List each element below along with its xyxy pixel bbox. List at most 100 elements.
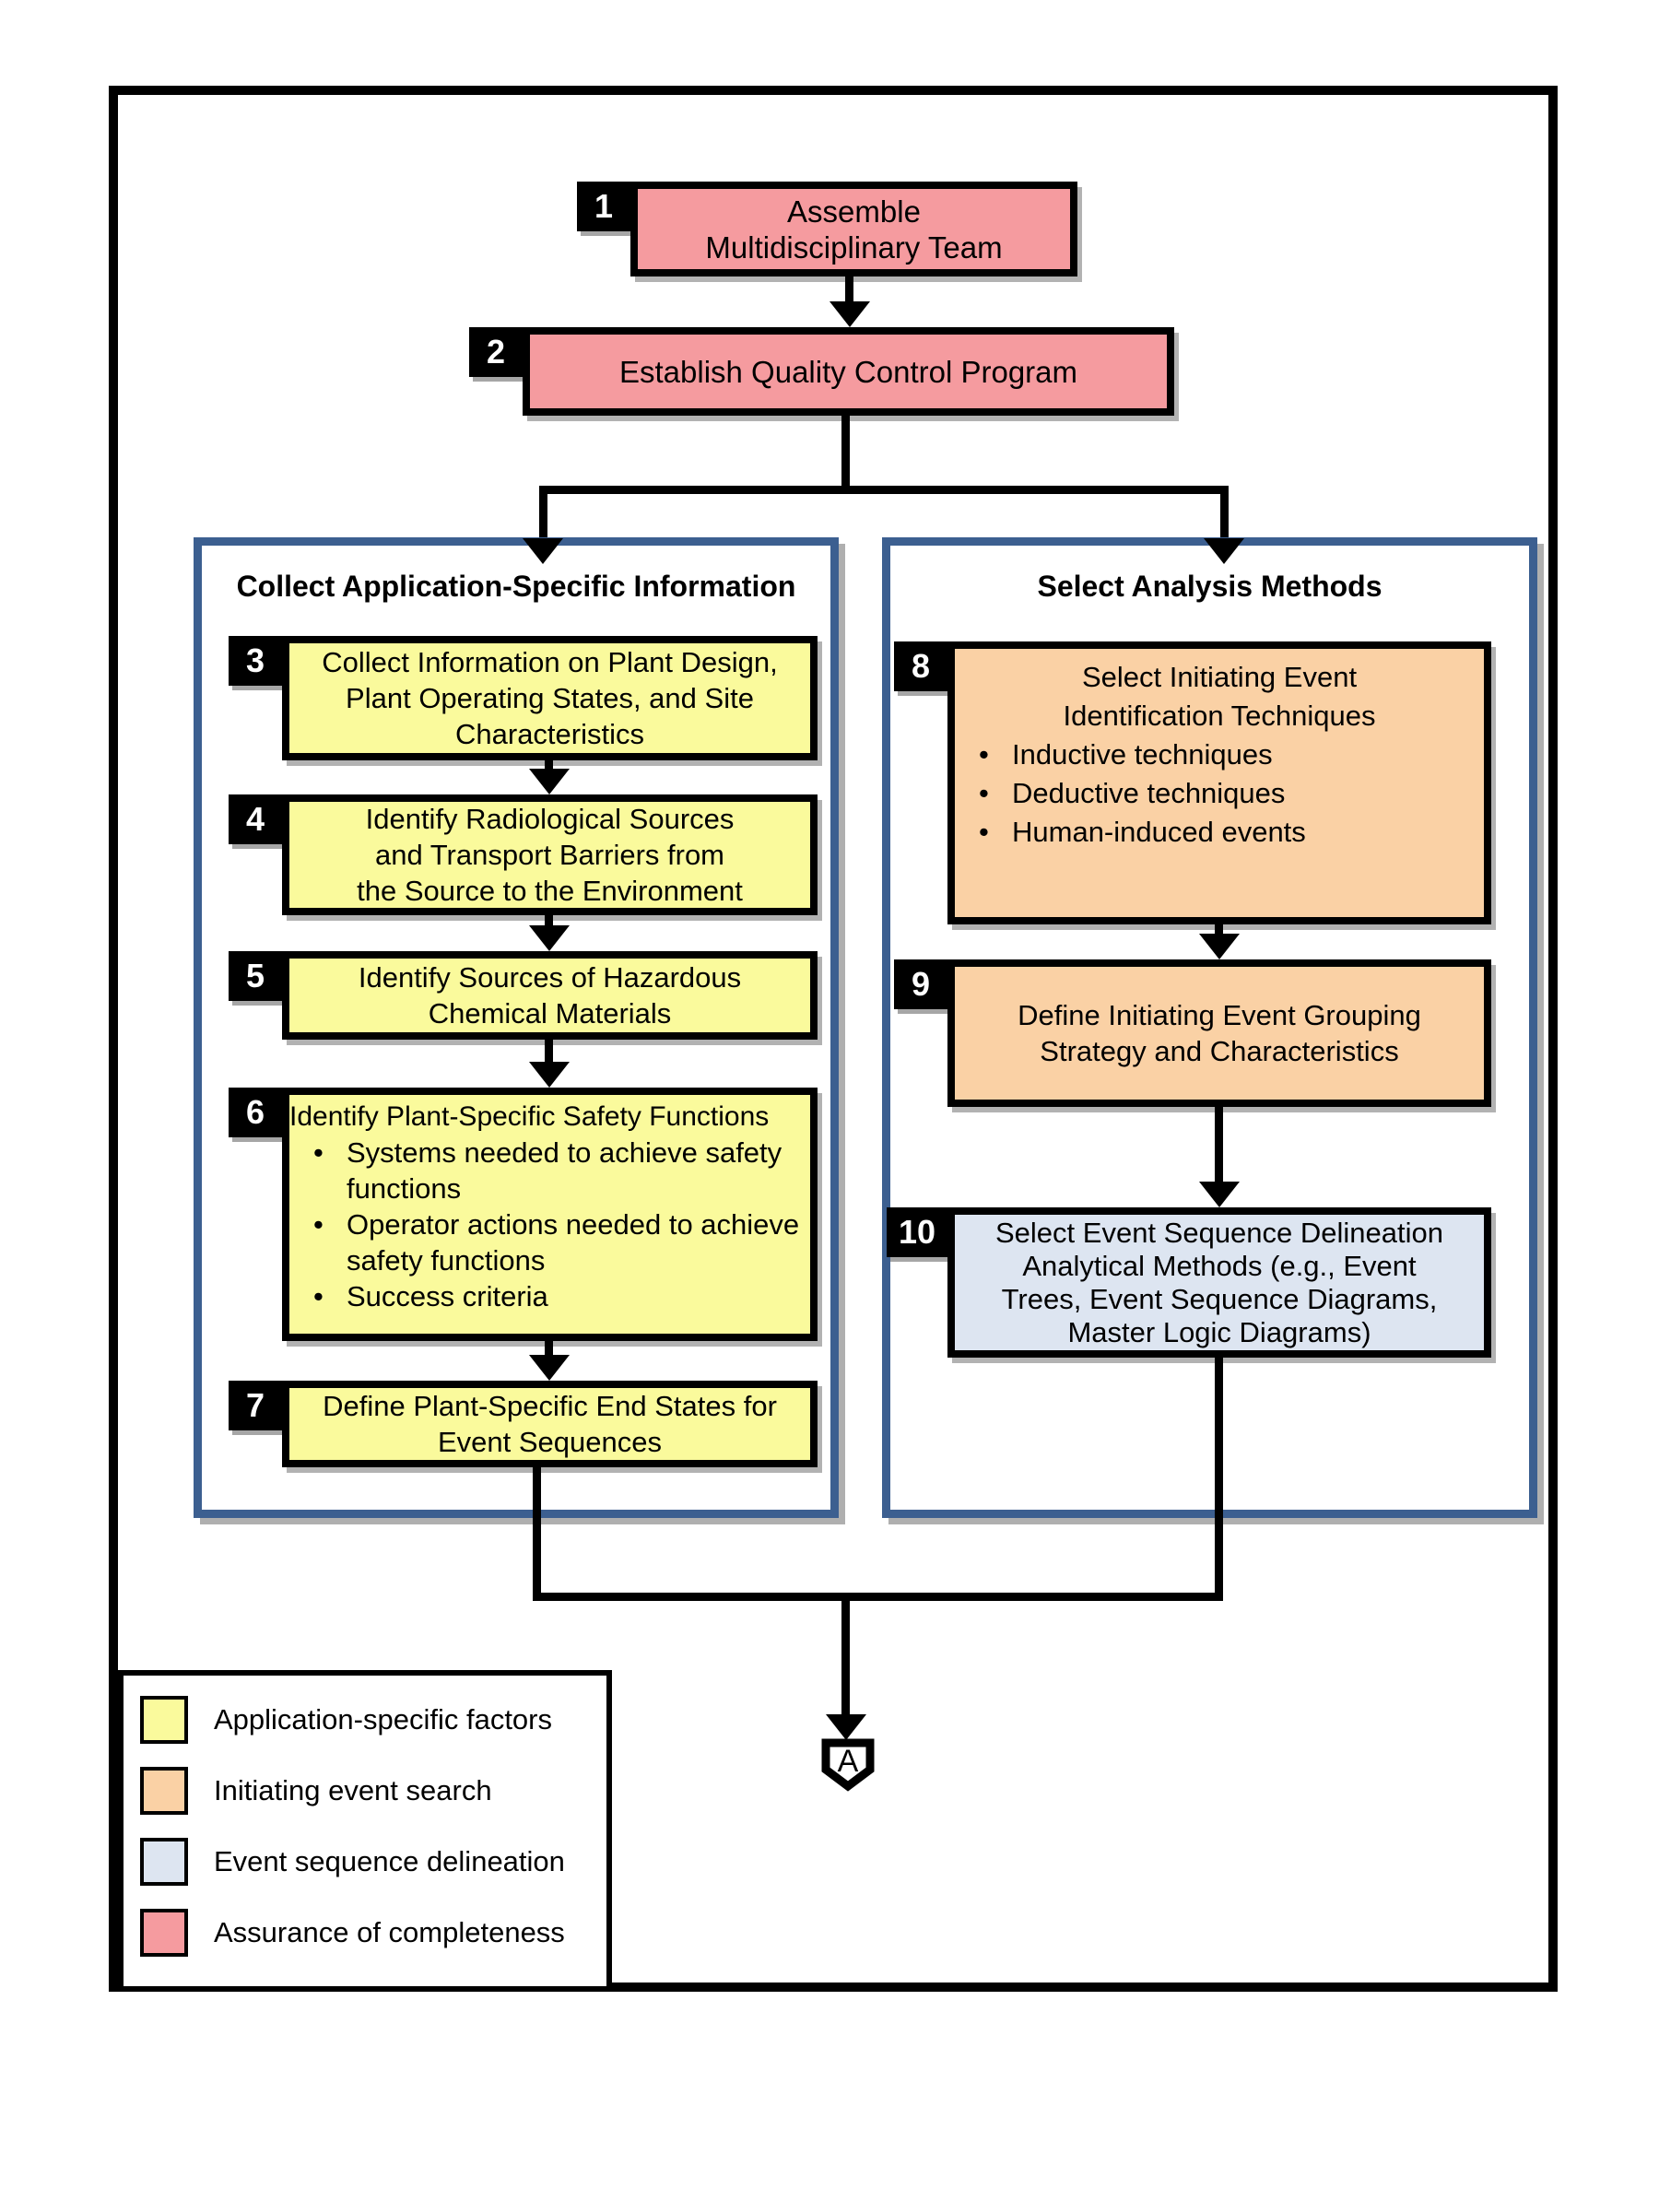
flow-line-5-6 xyxy=(545,1040,553,1064)
step-6-badge: 6 xyxy=(229,1088,282,1137)
step-10-badge: 10 xyxy=(887,1207,947,1257)
step-8-title-line-1: Select Initiating Event xyxy=(1081,661,1358,693)
flow-line-step2-drop xyxy=(841,416,850,494)
bullet-icon: • xyxy=(979,777,989,809)
bullet-icon: • xyxy=(313,1136,324,1169)
arrowhead-into-step-7 xyxy=(529,1355,570,1381)
offpage-connector-a: A xyxy=(821,1738,875,1792)
step-9-line-2: Strategy and Characteristics xyxy=(1040,1035,1399,1067)
bullet-icon: • xyxy=(313,1280,324,1312)
legend-item-application-specific: Application-specific factors xyxy=(140,1696,552,1744)
legend-swatch-event-sequence xyxy=(140,1838,188,1886)
bullet-icon: • xyxy=(313,1208,324,1241)
step-6-bullet-1: • Systems needed to achieve safety functi… xyxy=(289,1135,810,1206)
step-6-box: Identify Plant-Specific Safety Functions… xyxy=(282,1088,818,1341)
right-panel-title: Select Analysis Methods xyxy=(1037,570,1382,603)
arrowhead-into-left-panel xyxy=(523,538,563,564)
offpage-connector-label: A xyxy=(837,1744,859,1779)
flow-line-joiner xyxy=(533,1593,1223,1601)
step-1-line-2: Multidisciplinary Team xyxy=(705,229,1003,265)
step-4-number: 4 xyxy=(245,800,265,838)
step-7-line-2: Event Sequences xyxy=(437,1426,662,1458)
step-6-number: 6 xyxy=(245,1093,265,1131)
step-1-line-1: Assemble xyxy=(787,194,921,229)
arrowhead-into-right-panel xyxy=(1204,538,1244,564)
flow-line-6-7 xyxy=(545,1341,553,1357)
step-8-number: 8 xyxy=(911,647,931,685)
step-1-box: Assemble Multidisciplinary Team xyxy=(630,182,1077,276)
legend: Application-specific factors Initiating … xyxy=(118,1670,612,1992)
step-6-bullet-2: • Operator actions needed to achieve safe… xyxy=(289,1206,810,1278)
step-10-number: 10 xyxy=(898,1213,936,1251)
flow-line-1-2 xyxy=(845,276,853,307)
bullet-icon: • xyxy=(979,816,989,848)
step-8-bullet-1-text: Inductive techniques xyxy=(1012,738,1273,771)
step-9-line-1: Define Initiating Event Grouping xyxy=(1018,999,1421,1031)
step-9-box: Define Initiating Event Grouping Strateg… xyxy=(947,959,1491,1107)
step-10-box: Select Event Sequence Delineation Analyt… xyxy=(947,1207,1491,1358)
step-10-line-4: Master Logic Diagrams) xyxy=(1067,1315,1371,1348)
step-3-number: 3 xyxy=(245,641,265,679)
arrowhead-into-step-6 xyxy=(529,1062,570,1088)
step-6-bullet-1-text: Systems needed to achieve safety functio… xyxy=(347,1136,782,1205)
step-2-label: Establish Quality Control Program xyxy=(618,354,1078,389)
step-3-line-2: Plant Operating States, and Site xyxy=(346,682,754,714)
legend-swatch-application-specific xyxy=(140,1696,188,1744)
legend-swatch-initiating-event xyxy=(140,1767,188,1815)
flow-line-3-4 xyxy=(545,760,553,772)
step-9-badge: 9 xyxy=(894,959,947,1009)
step-1-badge: 1 xyxy=(577,182,630,231)
flow-line-4-5 xyxy=(545,915,553,929)
step-4-badge: 4 xyxy=(229,794,282,844)
step-10-line-2: Analytical Methods (e.g., Event xyxy=(1022,1249,1417,1282)
step-7-number: 7 xyxy=(245,1386,265,1424)
step-8-box: Select Initiating Event Identification T… xyxy=(947,641,1491,924)
left-panel-title: Collect Application-Specific Information xyxy=(236,570,796,603)
step-9-number: 9 xyxy=(911,965,931,1003)
step-3-line-3: Characteristics xyxy=(455,718,644,750)
step-2-badge: 2 xyxy=(469,327,523,377)
legend-swatch-assurance xyxy=(140,1909,188,1957)
legend-label-event-sequence: Event sequence delineation xyxy=(214,1845,565,1877)
step-8-bullet-3-text: Human-induced events xyxy=(1012,816,1306,848)
step-4-line-2: and Transport Barriers from xyxy=(374,839,725,871)
step-5-line-2: Chemical Materials xyxy=(428,997,672,1030)
flow-line-left-drop xyxy=(539,486,547,542)
step-3-line-1: Collect Information on Plant Design, xyxy=(322,646,778,678)
step-8-badge: 8 xyxy=(894,641,947,691)
step-5-line-1: Identify Sources of Hazardous xyxy=(358,961,742,994)
step-8-title-line-2: Identification Techniques xyxy=(1063,700,1376,732)
step-6-bullet-3: • Success criteria xyxy=(289,1278,810,1314)
step-8-bullet-2-text: Deductive techniques xyxy=(1012,777,1286,809)
step-6-bullet-2-text: Operator actions needed to achieve safet… xyxy=(347,1208,800,1277)
step-5-box: Identify Sources of Hazardous Chemical M… xyxy=(282,951,818,1040)
flow-line-split xyxy=(539,486,1229,494)
arrowhead-into-connector-a xyxy=(826,1714,866,1740)
flow-line-to-connector xyxy=(841,1593,850,1718)
step-6-bullet-3-text: Success criteria xyxy=(347,1280,548,1312)
step-8-bullet-2: • Deductive techniques xyxy=(955,774,1484,813)
legend-label-assurance: Assurance of completeness xyxy=(214,1916,565,1948)
arrowhead-into-step-2 xyxy=(830,301,870,327)
legend-item-event-sequence: Event sequence delineation xyxy=(140,1838,565,1886)
step-5-number: 5 xyxy=(245,957,265,994)
offpage-connector-shape xyxy=(821,1738,875,1792)
arrowhead-into-step-4 xyxy=(529,769,570,794)
step-7-box: Define Plant-Specific End States for Eve… xyxy=(282,1381,818,1467)
arrowhead-into-step-5 xyxy=(529,925,570,951)
step-8-bullet-3: • Human-induced events xyxy=(955,813,1484,852)
flow-line-right-drop xyxy=(1220,486,1229,542)
step-5-badge: 5 xyxy=(229,951,282,1001)
step-10-line-1: Select Event Sequence Delineation xyxy=(995,1216,1443,1249)
flow-line-9-10 xyxy=(1215,1107,1223,1185)
step-10-line-3: Trees, Event Sequence Diagrams, xyxy=(1001,1282,1438,1315)
flow-line-step7-drop xyxy=(533,1467,541,1601)
step-2-number: 2 xyxy=(486,333,506,371)
step-4-box: Identify Radiological Sources and Transp… xyxy=(282,794,818,915)
arrowhead-into-step-9 xyxy=(1199,934,1240,959)
legend-item-initiating-event: Initiating event search xyxy=(140,1767,492,1815)
flow-line-step10-drop xyxy=(1215,1358,1223,1601)
legend-label-initiating-event: Initiating event search xyxy=(214,1774,492,1806)
arrowhead-into-step-10 xyxy=(1199,1182,1240,1207)
